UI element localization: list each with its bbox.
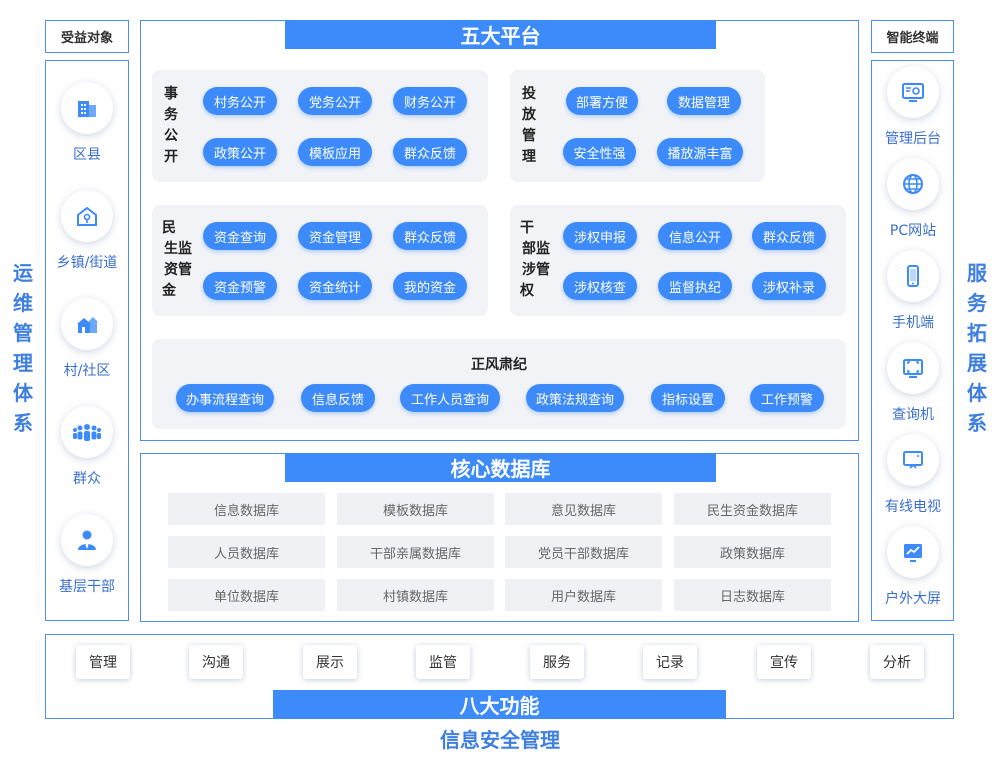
- beneficiary-cadre: 基层干部: [45, 514, 129, 596]
- db-cell: 政策数据库: [674, 536, 831, 568]
- core-database-title: 核心数据库: [285, 453, 716, 482]
- discipline-pill[interactable]: 信息反馈: [301, 384, 375, 412]
- affairs-pill[interactable]: 政策公开: [203, 138, 277, 166]
- terminal-label: 查询机: [892, 407, 934, 423]
- delivery-pill[interactable]: 数据管理: [667, 87, 741, 115]
- beneficiary-label: 乡镇/街道: [56, 255, 118, 271]
- function-item[interactable]: 沟通: [189, 645, 243, 679]
- terminal-label: 有线电视: [885, 499, 941, 515]
- info-security-title: 信息安全管理: [440, 728, 560, 752]
- discipline-pill[interactable]: 办事流程查询: [176, 384, 274, 412]
- five-platforms-title: 五大平台: [285, 20, 716, 49]
- house-location-icon: [77, 206, 97, 226]
- ops-management-title: 运 维 管 理 体 系: [13, 261, 33, 435]
- db-cell: 日志数据库: [674, 579, 831, 611]
- outdoor-screen-icon: [904, 544, 922, 562]
- db-cell: 意见数据库: [505, 493, 662, 525]
- db-cell: 用户数据库: [505, 579, 662, 611]
- terminal-outdoor-screen: 户外大屏: [871, 526, 955, 608]
- delivery-pill[interactable]: 安全性强: [563, 138, 636, 166]
- livelihood-pill[interactable]: 资金管理: [298, 222, 372, 250]
- eight-functions-title: 八大功能: [273, 690, 726, 719]
- discipline-pill[interactable]: 工作人员查询: [400, 384, 500, 412]
- delivery-pill[interactable]: 播放源丰富: [657, 138, 743, 166]
- village-icon: [77, 317, 98, 333]
- cadre-pill[interactable]: 群众反馈: [752, 222, 826, 250]
- cadre-pill[interactable]: 涉权核查: [563, 272, 637, 300]
- affairs-pill[interactable]: 模板应用: [298, 138, 372, 166]
- affairs-openness-title: 事务公开: [164, 86, 178, 165]
- db-cell: 党员干部数据库: [505, 536, 662, 568]
- livelihood-pill[interactable]: 资金统计: [298, 272, 372, 300]
- beneficiary-public: 群众: [45, 406, 129, 488]
- affairs-pill[interactable]: 群众反馈: [393, 138, 467, 166]
- livelihood-pill[interactable]: 资金预警: [203, 272, 277, 300]
- beneficiary-label: 群众: [73, 471, 101, 487]
- mobile-icon: [907, 265, 919, 287]
- db-cell: 村镇数据库: [337, 579, 494, 611]
- function-item[interactable]: 宣传: [757, 645, 811, 679]
- beneficiary-label: 区县: [73, 147, 101, 163]
- db-cell: 单位数据库: [168, 579, 325, 611]
- db-cell: 人员数据库: [168, 536, 325, 568]
- terminal-admin: 管理后台: [871, 66, 955, 148]
- terminal-pc: PC网站: [871, 158, 955, 240]
- db-cell: 民生资金数据库: [674, 493, 831, 525]
- delivery-management-title: 投放管理: [522, 86, 536, 165]
- cadre-icon: [78, 530, 96, 550]
- function-item[interactable]: 记录: [643, 645, 697, 679]
- beneficiary-village: 村/社区: [45, 298, 129, 380]
- discipline-title: 正风肃纪: [471, 357, 527, 373]
- cadre-pill[interactable]: 涉权申报: [563, 222, 637, 250]
- function-item[interactable]: 监管: [416, 645, 470, 679]
- beneficiaries-header: 受益对象: [45, 20, 129, 53]
- terminal-kiosk: 查询机: [871, 342, 955, 424]
- livelihood-pill[interactable]: 我的资金: [393, 272, 467, 300]
- function-item[interactable]: 管理: [76, 645, 130, 679]
- delivery-pill[interactable]: 部署方便: [566, 87, 638, 115]
- terminal-label: 管理后台: [885, 131, 941, 147]
- beneficiary-county: 区县: [45, 82, 129, 164]
- function-item[interactable]: 服务: [530, 645, 584, 679]
- livelihood-pill[interactable]: 资金查询: [203, 222, 277, 250]
- function-item[interactable]: 展示: [303, 645, 357, 679]
- affairs-pill[interactable]: 财务公开: [393, 87, 467, 115]
- admin-console-icon: [902, 83, 924, 102]
- affairs-pill[interactable]: 村务公开: [203, 87, 277, 115]
- livelihood-pill[interactable]: 群众反馈: [393, 222, 467, 250]
- db-cell: 信息数据库: [168, 493, 325, 525]
- discipline-pill[interactable]: 工作预警: [750, 384, 824, 412]
- terminal-tv: 有线电视: [871, 434, 955, 516]
- terminal-mobile: 手机端: [871, 250, 955, 332]
- function-item[interactable]: 分析: [870, 645, 924, 679]
- cadre-pill[interactable]: 信息公开: [658, 222, 732, 250]
- affairs-pill[interactable]: 党务公开: [298, 87, 372, 115]
- livelihood-funds-title: 民生监资管金: [162, 220, 192, 299]
- beneficiary-label: 基层干部: [59, 579, 115, 595]
- tv-icon: [903, 451, 923, 469]
- terminal-label: 手机端: [892, 315, 934, 331]
- building-icon: [78, 101, 96, 117]
- terminal-label: 户外大屏: [885, 591, 941, 607]
- cadre-pill[interactable]: 涉权补录: [752, 272, 826, 300]
- discipline-pill[interactable]: 指标设置: [651, 384, 725, 412]
- db-cell: 模板数据库: [337, 493, 494, 525]
- beneficiary-label: 村/社区: [63, 363, 111, 379]
- discipline-pill[interactable]: 政策法规查询: [526, 384, 624, 412]
- cadre-supervision-title: 干部监涉管权: [520, 220, 550, 299]
- beneficiary-township: 乡镇/街道: [45, 190, 129, 272]
- smart-terminal-header: 智能终端: [871, 20, 954, 53]
- discipline-panel: 正风肃纪: [152, 339, 846, 429]
- cadre-pill[interactable]: 监督执纪: [658, 272, 732, 300]
- crowd-icon: [73, 424, 101, 441]
- db-cell: 干部亲属数据库: [337, 536, 494, 568]
- service-expansion-title: 服 务 拓 展 体 系: [967, 261, 987, 435]
- globe-icon: [903, 174, 923, 194]
- terminal-label: PC网站: [889, 223, 937, 239]
- kiosk-icon: [903, 359, 923, 378]
